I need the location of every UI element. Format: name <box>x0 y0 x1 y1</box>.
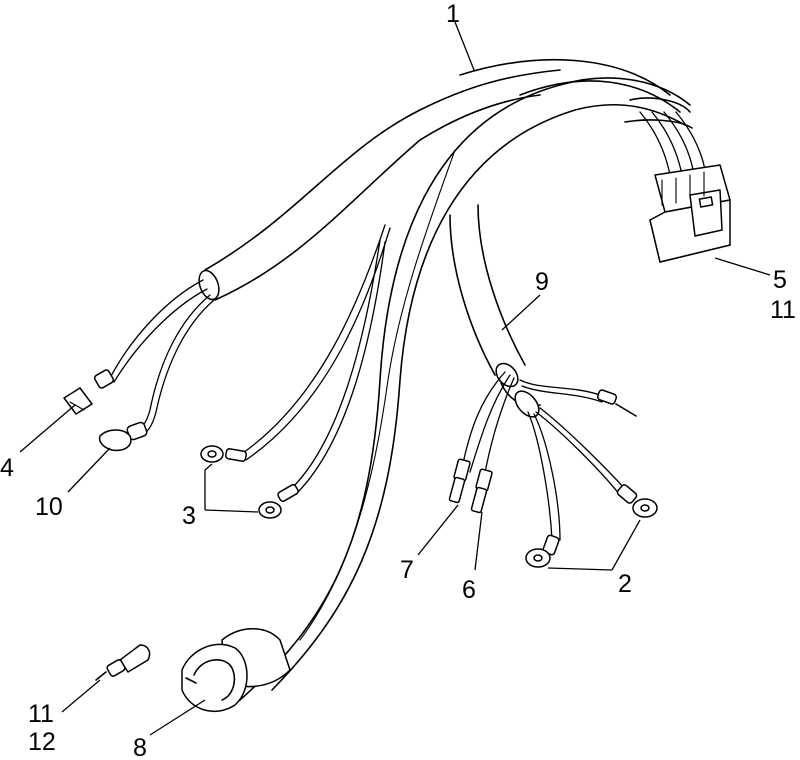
ring-terminal-wires-3 <box>239 224 391 493</box>
callout-12: 12 <box>28 728 56 756</box>
pin-terminal-right <box>596 389 637 417</box>
part-2-ring-terminals <box>525 484 658 568</box>
part-10-bullet-connector <box>98 421 148 452</box>
part-3-ring-terminals <box>200 445 299 519</box>
callout-5: 5 <box>773 266 787 294</box>
part-11-12-loose-terminal <box>95 644 151 681</box>
callout-11-loose: 11 <box>28 700 54 728</box>
part-7-pin-terminal <box>448 458 471 504</box>
part-8-grommet <box>181 628 291 713</box>
callout-7: 7 <box>400 556 414 584</box>
callout-4: 4 <box>0 454 14 482</box>
part-6-pin-terminal <box>470 468 493 514</box>
left-branch-sheath <box>198 69 561 301</box>
branch-9-wires <box>461 371 627 541</box>
branch-9-sheath <box>449 204 541 418</box>
left-branch-wires <box>109 279 215 437</box>
callout-2: 2 <box>618 570 632 598</box>
part-4-flat-terminal <box>63 369 115 415</box>
callout-3: 3 <box>182 502 196 530</box>
part-5-multi-pin-connector <box>624 97 731 263</box>
leader-lines <box>19 21 771 736</box>
callout-11-connector: 11 <box>770 296 796 324</box>
main-harness-sheath <box>239 58 691 701</box>
callout-9: 9 <box>535 268 549 296</box>
callout-8: 8 <box>133 734 147 760</box>
callout-10: 10 <box>35 493 63 521</box>
callout-6: 6 <box>462 576 476 604</box>
callout-1: 1 <box>446 0 460 28</box>
